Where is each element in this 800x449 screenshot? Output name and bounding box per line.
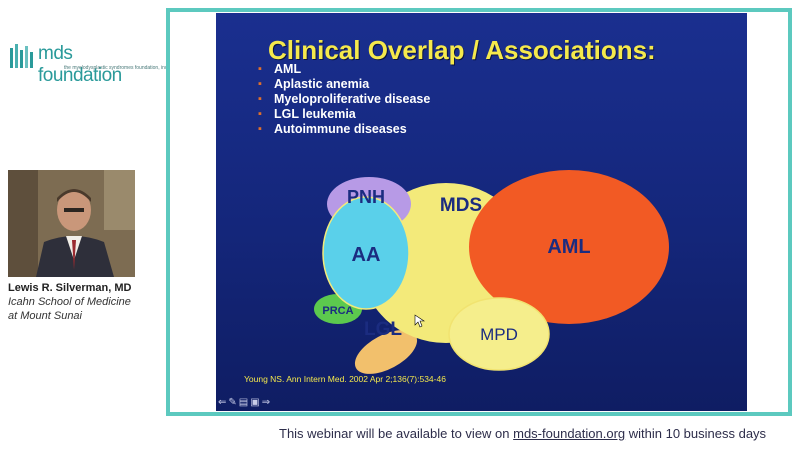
bullet-list: AML Aplastic anemia Myeloproliferative d… [258,62,430,137]
bullet-item: AML [258,62,430,77]
footer-notice: This webinar will be available to view o… [279,426,766,441]
next-arrow-icon[interactable]: ⇒ [261,397,271,408]
pen-icon[interactable]: ✎ [228,397,237,408]
logo-subtitle: the myelodysplastic syndromes foundation… [64,65,169,71]
label-prca: PRCA [322,305,353,317]
label-aa: AA [352,244,381,266]
logo-text: mds foundation [38,43,122,86]
mpd-ellipse [448,297,550,371]
slide-nav-controls[interactable]: ⇐ ✎ ▤ ▣ ⇒ [218,398,270,408]
aa-outline [322,196,410,310]
speaker-institution-line2: at Mount Sunai [8,310,82,322]
footer-link[interactable]: mds-foundation.org [513,426,626,441]
speaker-name: Lewis R. Silverman, MD [8,282,132,294]
speaker-portrait [8,170,135,277]
footer-suffix: within 10 business days [625,426,767,441]
menu-icon[interactable]: ▤ [238,397,249,408]
footer-prefix: This webinar will be available to view o… [279,426,514,441]
aml-ellipse [469,170,669,324]
slide-title: Clinical Overlap / Associations: [268,35,656,65]
speaker-institution-line1: Icahn School of Medicine [8,296,131,308]
bullet-item: Aplastic anemia [258,77,430,92]
label-mpd: MPD [480,325,518,344]
logo-bars-icon [10,44,33,68]
slides-icon[interactable]: ▣ [250,397,260,408]
mouse-cursor-icon [414,314,425,328]
previous-arrow-icon[interactable]: ⇐ [218,397,227,408]
mds-foundation-logo: mds foundation the myelodysplastic syndr… [8,40,169,86]
aa-ellipse [323,197,409,309]
lgl-ellipse [354,330,418,374]
label-mds: MDS [440,195,482,216]
bullet-item: LGL leukemia [258,107,430,122]
presentation-slide: Clinical Overlap / Associations: AML Apl… [216,13,747,411]
bullet-item: Autoimmune diseases [258,122,430,137]
speaker-video [8,170,135,277]
label-pnh: PNH [347,187,385,207]
slide-citation: Young NS. Ann Intern Med. 2002 Apr 2;136… [244,374,446,384]
label-aml: AML [547,236,590,258]
overlap-diagram: PNH MDS AA AML PRCA LGL MPD [314,170,669,374]
label-lgl: LGL [364,319,402,340]
bullet-item: Myeloproliferative disease [258,92,430,107]
